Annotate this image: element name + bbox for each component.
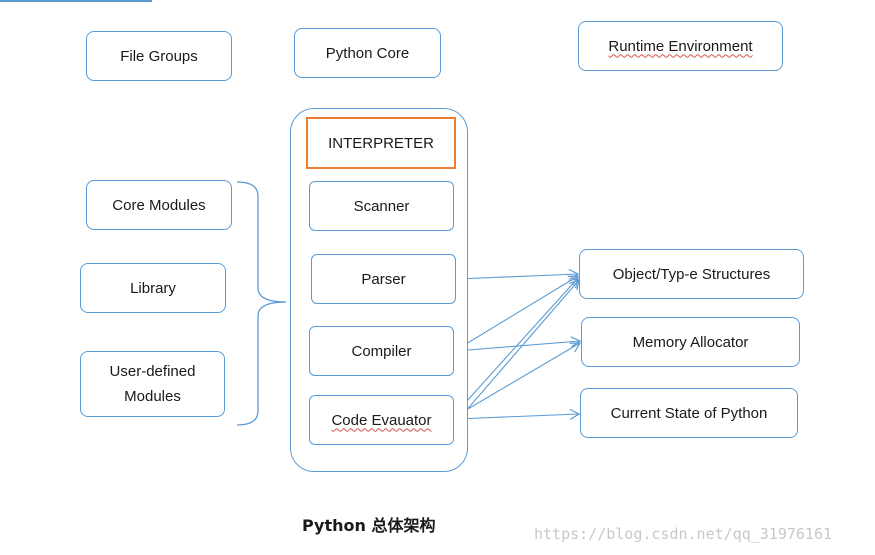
top-accent-bar	[0, 0, 152, 2]
scanner-label: Scanner	[353, 197, 410, 215]
file-groups-brace	[236, 181, 287, 426]
compiler-box: Compiler	[309, 326, 454, 376]
link-compiler-memory	[454, 336, 582, 356]
compiler-label: Compiler	[351, 342, 412, 360]
link-parser-object	[455, 268, 580, 285]
runtime-environment-header: Runtime Environment	[578, 21, 783, 71]
user-defined-modules-box: User-defined Modules	[80, 351, 225, 417]
memory-allocator-box: Memory Allocator	[581, 317, 800, 367]
scanner-box: Scanner	[309, 181, 454, 231]
file-groups-header: File Groups	[86, 31, 232, 81]
user-defined-modules-label: User-defined Modules	[109, 363, 196, 405]
memory-allocator-label: Memory Allocator	[632, 333, 749, 351]
code-evaluator-box: Code Evauator	[309, 395, 454, 445]
library-box: Library	[80, 263, 226, 313]
python-core-header-label: Python Core	[325, 44, 410, 62]
link-evaluator-memory	[454, 342, 582, 417]
runtime-environment-header-label: Runtime Environment	[608, 37, 753, 55]
diagram-caption: Python 总体架构	[302, 516, 436, 535]
source-watermark: https://blog.csdn.net/qq_31976161	[534, 525, 833, 543]
library-label: Library	[130, 279, 176, 297]
parser-box: Parser	[311, 254, 456, 304]
file-groups-header-label: File Groups	[120, 47, 198, 65]
code-evaluator-label: Code Evauator	[331, 411, 432, 429]
interpreter-box: INTERPRETER	[306, 117, 456, 169]
current-state-box: Current State of Python	[580, 388, 798, 438]
link-evaluator-object-b	[457, 279, 580, 421]
object-type-structures-box: Object/Typ-e Structures	[579, 249, 804, 299]
current-state-label: Current State of Python	[610, 404, 768, 422]
link-evaluator-state	[454, 408, 581, 425]
python-core-header: Python Core	[294, 28, 441, 78]
parser-label: Parser	[361, 270, 406, 288]
link-compiler-object	[454, 275, 580, 351]
interpreter-label: INTERPRETER	[328, 134, 434, 152]
object-type-structures-label: Object/Typ-e Structures	[612, 265, 771, 283]
core-modules-box: Core Modules	[86, 180, 232, 230]
core-modules-label: Core Modules	[112, 196, 206, 214]
link-evaluator-object-a	[455, 277, 579, 414]
